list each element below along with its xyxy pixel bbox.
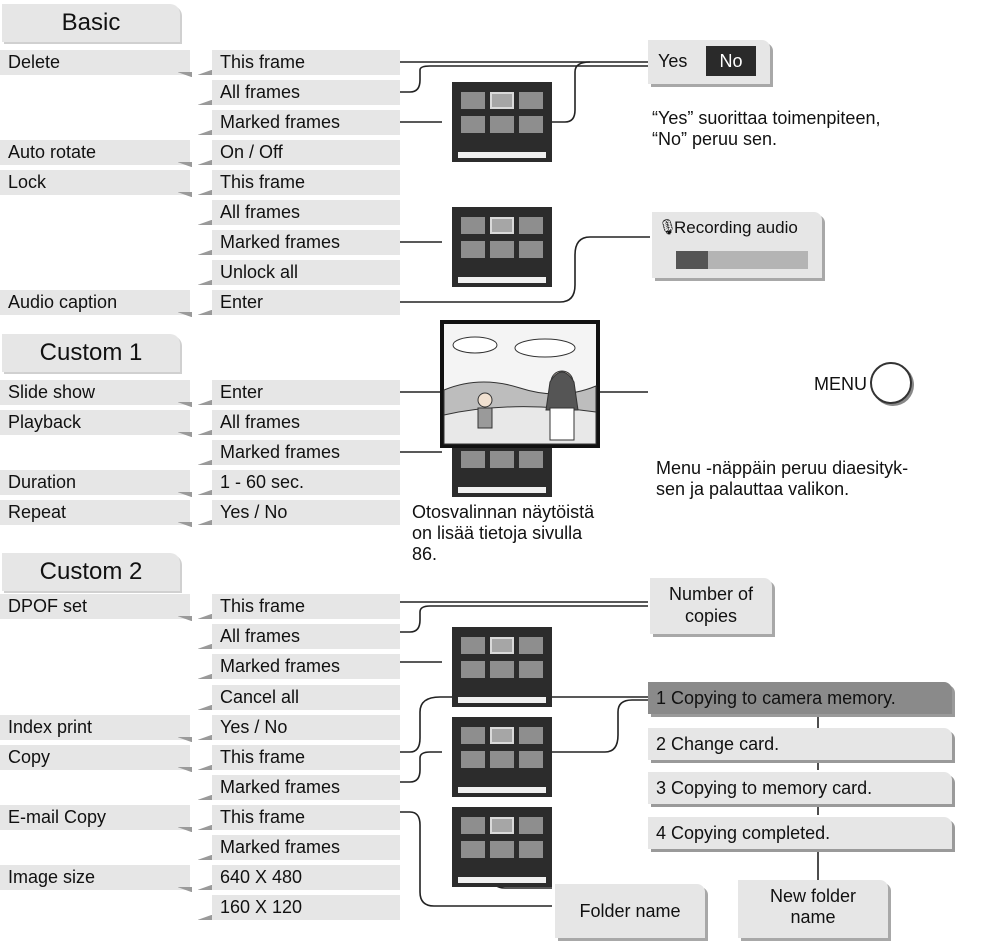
section-tab-custom2[interactable]: Custom 2	[2, 553, 180, 591]
menu-note: Menu -näppäin peruu diaesityk- sen ja pa…	[656, 458, 909, 499]
option-playback-marked-frames[interactable]: Marked frames	[198, 440, 400, 465]
option-lock-marked-frames[interactable]: Marked frames	[198, 230, 400, 255]
option-playback-all-frames[interactable]: All frames	[198, 410, 400, 435]
menu-item-email-copy[interactable]: E-mail Copy	[0, 805, 192, 832]
yes-option[interactable]: Yes	[658, 51, 688, 71]
slide-show-preview	[440, 320, 600, 448]
option-dpof-all-frames[interactable]: All frames	[198, 624, 400, 649]
option-dpof-this-frame[interactable]: This frame	[198, 594, 400, 619]
menu-item-delete[interactable]: Delete	[0, 50, 192, 77]
option-copy-marked-frames[interactable]: Marked frames	[198, 775, 400, 800]
recording-progress-bar	[676, 251, 808, 269]
menu-item-playback[interactable]: Playback	[0, 410, 192, 437]
section-title: Basic	[61, 9, 121, 36]
option-index-print[interactable]: Yes / No	[198, 715, 400, 740]
menu-button-label: MENU	[814, 374, 867, 394]
copy-step-1: 1 Copying to camera memory.	[648, 682, 952, 714]
option-dpof-marked-frames[interactable]: Marked frames	[198, 654, 400, 679]
copy-step-3: 3 Copying to memory card.	[648, 772, 952, 804]
section-title: Custom 1	[39, 339, 143, 366]
copy-step-4: 4 Copying completed.	[648, 817, 952, 849]
recording-audio-dialog: 🎙 Recording audio	[652, 212, 822, 278]
section-title: Custom 2	[39, 558, 143, 585]
option-size-160[interactable]: 160 X 120	[198, 895, 400, 920]
section-tab-custom1[interactable]: Custom 1	[2, 334, 180, 372]
slide-show-image	[443, 324, 597, 445]
recording-audio-label: Recording audio	[674, 218, 798, 237]
recording-progress-fill	[676, 251, 708, 269]
section-tab-basic[interactable]: Basic	[2, 4, 180, 42]
menu-item-image-size[interactable]: Image size	[0, 865, 192, 892]
number-of-copies-dialog: Number of copies	[650, 578, 772, 634]
option-email-marked-frames[interactable]: Marked frames	[198, 835, 400, 860]
menu-item-copy[interactable]: Copy	[0, 745, 192, 772]
option-auto-rotate[interactable]: On / Off	[198, 140, 400, 165]
sample-note: Otosvalinnan näytöistä on lisää tietoja …	[412, 502, 595, 564]
menu-item-index-print[interactable]: Index print	[0, 715, 192, 742]
menu-item-duration[interactable]: Duration	[0, 470, 192, 497]
index-thumbnail-screen	[452, 207, 552, 287]
option-delete-marked-frames[interactable]: Marked frames	[198, 110, 400, 135]
yes-no-dialog: Yes No	[648, 40, 770, 84]
option-size-640[interactable]: 640 X 480	[198, 865, 400, 890]
option-unlock-all[interactable]: Unlock all	[198, 260, 400, 285]
index-thumbnail-screen	[452, 807, 552, 887]
option-audio-enter[interactable]: Enter	[198, 290, 400, 315]
option-repeat[interactable]: Yes / No	[198, 500, 400, 525]
menu-button-icon[interactable]	[870, 362, 912, 404]
microphone-icon: 🎙	[658, 219, 678, 236]
no-option[interactable]: No	[706, 46, 756, 76]
option-email-this-frame[interactable]: This frame	[198, 805, 400, 830]
index-thumbnail-screen	[452, 82, 552, 162]
menu-item-repeat[interactable]: Repeat	[0, 500, 192, 527]
option-delete-all-frames[interactable]: All frames	[198, 80, 400, 105]
index-thumbnail-screen	[452, 717, 552, 797]
menu-item-lock[interactable]: Lock	[0, 170, 192, 197]
yes-no-note: “Yes” suorittaa toimenpiteen, “No” peruu…	[652, 108, 881, 149]
menu-item-audio-caption[interactable]: Audio caption	[0, 290, 192, 317]
option-slide-enter[interactable]: Enter	[198, 380, 400, 405]
option-delete-this-frame[interactable]: This frame	[198, 50, 400, 75]
index-thumbnail-screen	[452, 627, 552, 707]
copy-step-2: 2 Change card.	[648, 728, 952, 760]
menu-item-slide-show[interactable]: Slide show	[0, 380, 192, 407]
option-duration[interactable]: 1 - 60 sec.	[198, 470, 400, 495]
new-folder-name-box: New folder name	[738, 880, 888, 938]
option-lock-this-frame[interactable]: This frame	[198, 170, 400, 195]
option-dpof-cancel-all[interactable]: Cancel all	[198, 685, 400, 710]
folder-name-box: Folder name	[555, 884, 705, 938]
option-copy-this-frame[interactable]: This frame	[198, 745, 400, 770]
menu-item-auto-rotate[interactable]: Auto rotate	[0, 140, 192, 167]
option-lock-all-frames[interactable]: All frames	[198, 200, 400, 225]
menu-item-dpof-set[interactable]: DPOF set	[0, 594, 192, 621]
